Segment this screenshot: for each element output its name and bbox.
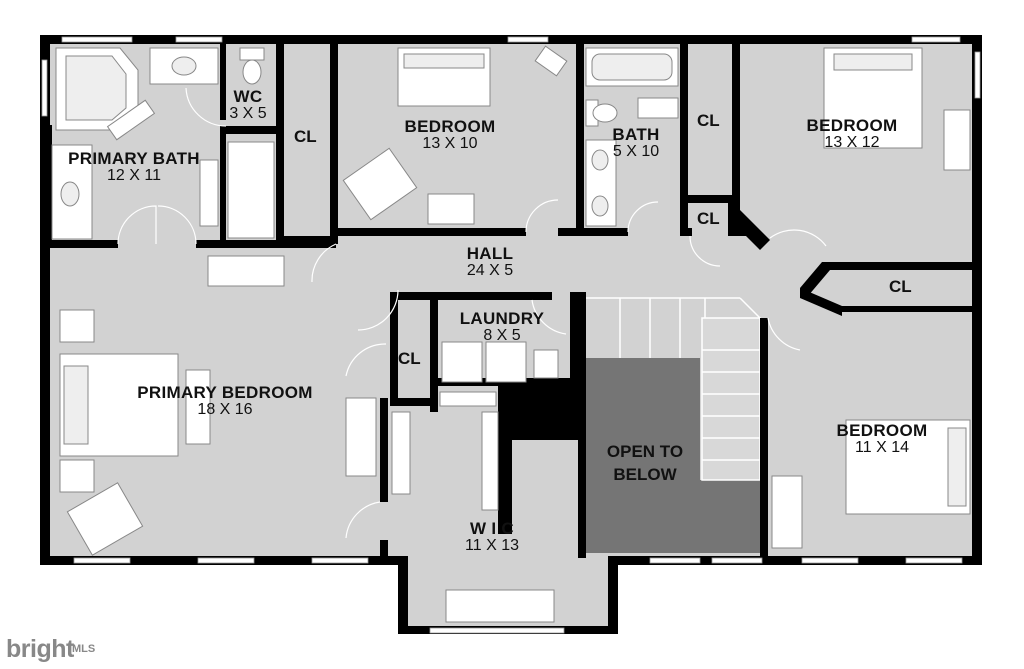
open-to-below-label: OPEN TO BELOW — [590, 441, 700, 487]
bench-primary — [207, 255, 285, 287]
room-label-primary-bedroom: PRIMARY BEDROOM 18 X 16 — [120, 384, 330, 419]
room-name: LAUNDRY — [459, 309, 545, 328]
staircase — [583, 297, 761, 481]
toilet-bowl-wc — [242, 59, 262, 85]
room-dims: 5 X 10 — [612, 142, 660, 160]
room-label-bath: BATH 5 X 10 — [596, 126, 676, 161]
room-dims: 18 X 16 — [197, 400, 253, 418]
room-name: BEDROOM — [836, 421, 928, 440]
room-name: BEDROOM — [404, 117, 496, 136]
room-dims: 24 X 5 — [466, 261, 514, 279]
room-name: PRIMARY BEDROOM — [137, 383, 313, 402]
nightstand-mid — [534, 45, 568, 77]
room-name: BEDROOM — [806, 116, 898, 135]
room-label-wic: W I C 11 X 13 — [432, 520, 552, 555]
open-line-2: BELOW — [613, 464, 677, 484]
room-label-bedroom-ne: BEDROOM 13 X 12 — [782, 117, 922, 152]
brightmls-logo: bright MLS — [4, 634, 108, 666]
room-label-bedroom-se: BEDROOM 11 X 14 — [812, 422, 952, 457]
fixtures — [51, 45, 971, 623]
room-label-wc: WC 3 X 5 — [222, 88, 274, 123]
room-name: BATH — [612, 125, 660, 144]
room-dims: 3 X 5 — [229, 104, 267, 122]
armchair-mid — [342, 147, 418, 221]
room-label-laundry: LAUNDRY 8 X 5 — [442, 310, 562, 345]
dryer — [485, 341, 527, 383]
closet-label: CL — [889, 277, 912, 296]
room-name: PRIMARY BATH — [68, 149, 200, 168]
bath-bench — [106, 99, 156, 141]
room-name: HALL — [466, 244, 514, 263]
logo-word: bright — [6, 635, 74, 663]
room-dims: 11 X 14 — [855, 438, 909, 456]
room-dims: 13 X 12 — [824, 133, 880, 151]
room-dims: 11 X 13 — [465, 536, 519, 554]
washer — [441, 341, 483, 383]
desk-mid — [427, 193, 475, 225]
closet-label: CL — [697, 111, 720, 130]
dresser-se — [771, 475, 803, 549]
closet-label: CL — [398, 349, 421, 368]
room-label-bedroom-mid: BEDROOM 13 X 10 — [380, 118, 520, 153]
closet-label: CL — [697, 209, 720, 228]
room-name: WC — [233, 87, 263, 106]
toilet-tank-wc — [239, 47, 265, 61]
room-dims: 12 X 11 — [107, 166, 161, 184]
windows — [41, 36, 981, 634]
room-dims: 8 X 5 — [483, 326, 521, 344]
logo-suffix: MLS — [72, 643, 96, 655]
wic-bench — [445, 589, 555, 623]
shower — [227, 141, 275, 239]
room-dims: 13 X 10 — [422, 134, 478, 152]
armchair-primary — [66, 482, 144, 556]
open-line-1: OPEN TO — [606, 442, 684, 461]
closet-label: CL — [294, 127, 317, 146]
dresser-ne — [943, 109, 971, 171]
dresser-primary — [345, 397, 377, 477]
room-label-primary-bath: PRIMARY BATH 12 X 11 — [64, 150, 204, 185]
room-name: W I C — [470, 519, 514, 538]
door-swings — [117, 87, 827, 539]
room-label-hall: HALL 24 X 5 — [440, 245, 540, 280]
